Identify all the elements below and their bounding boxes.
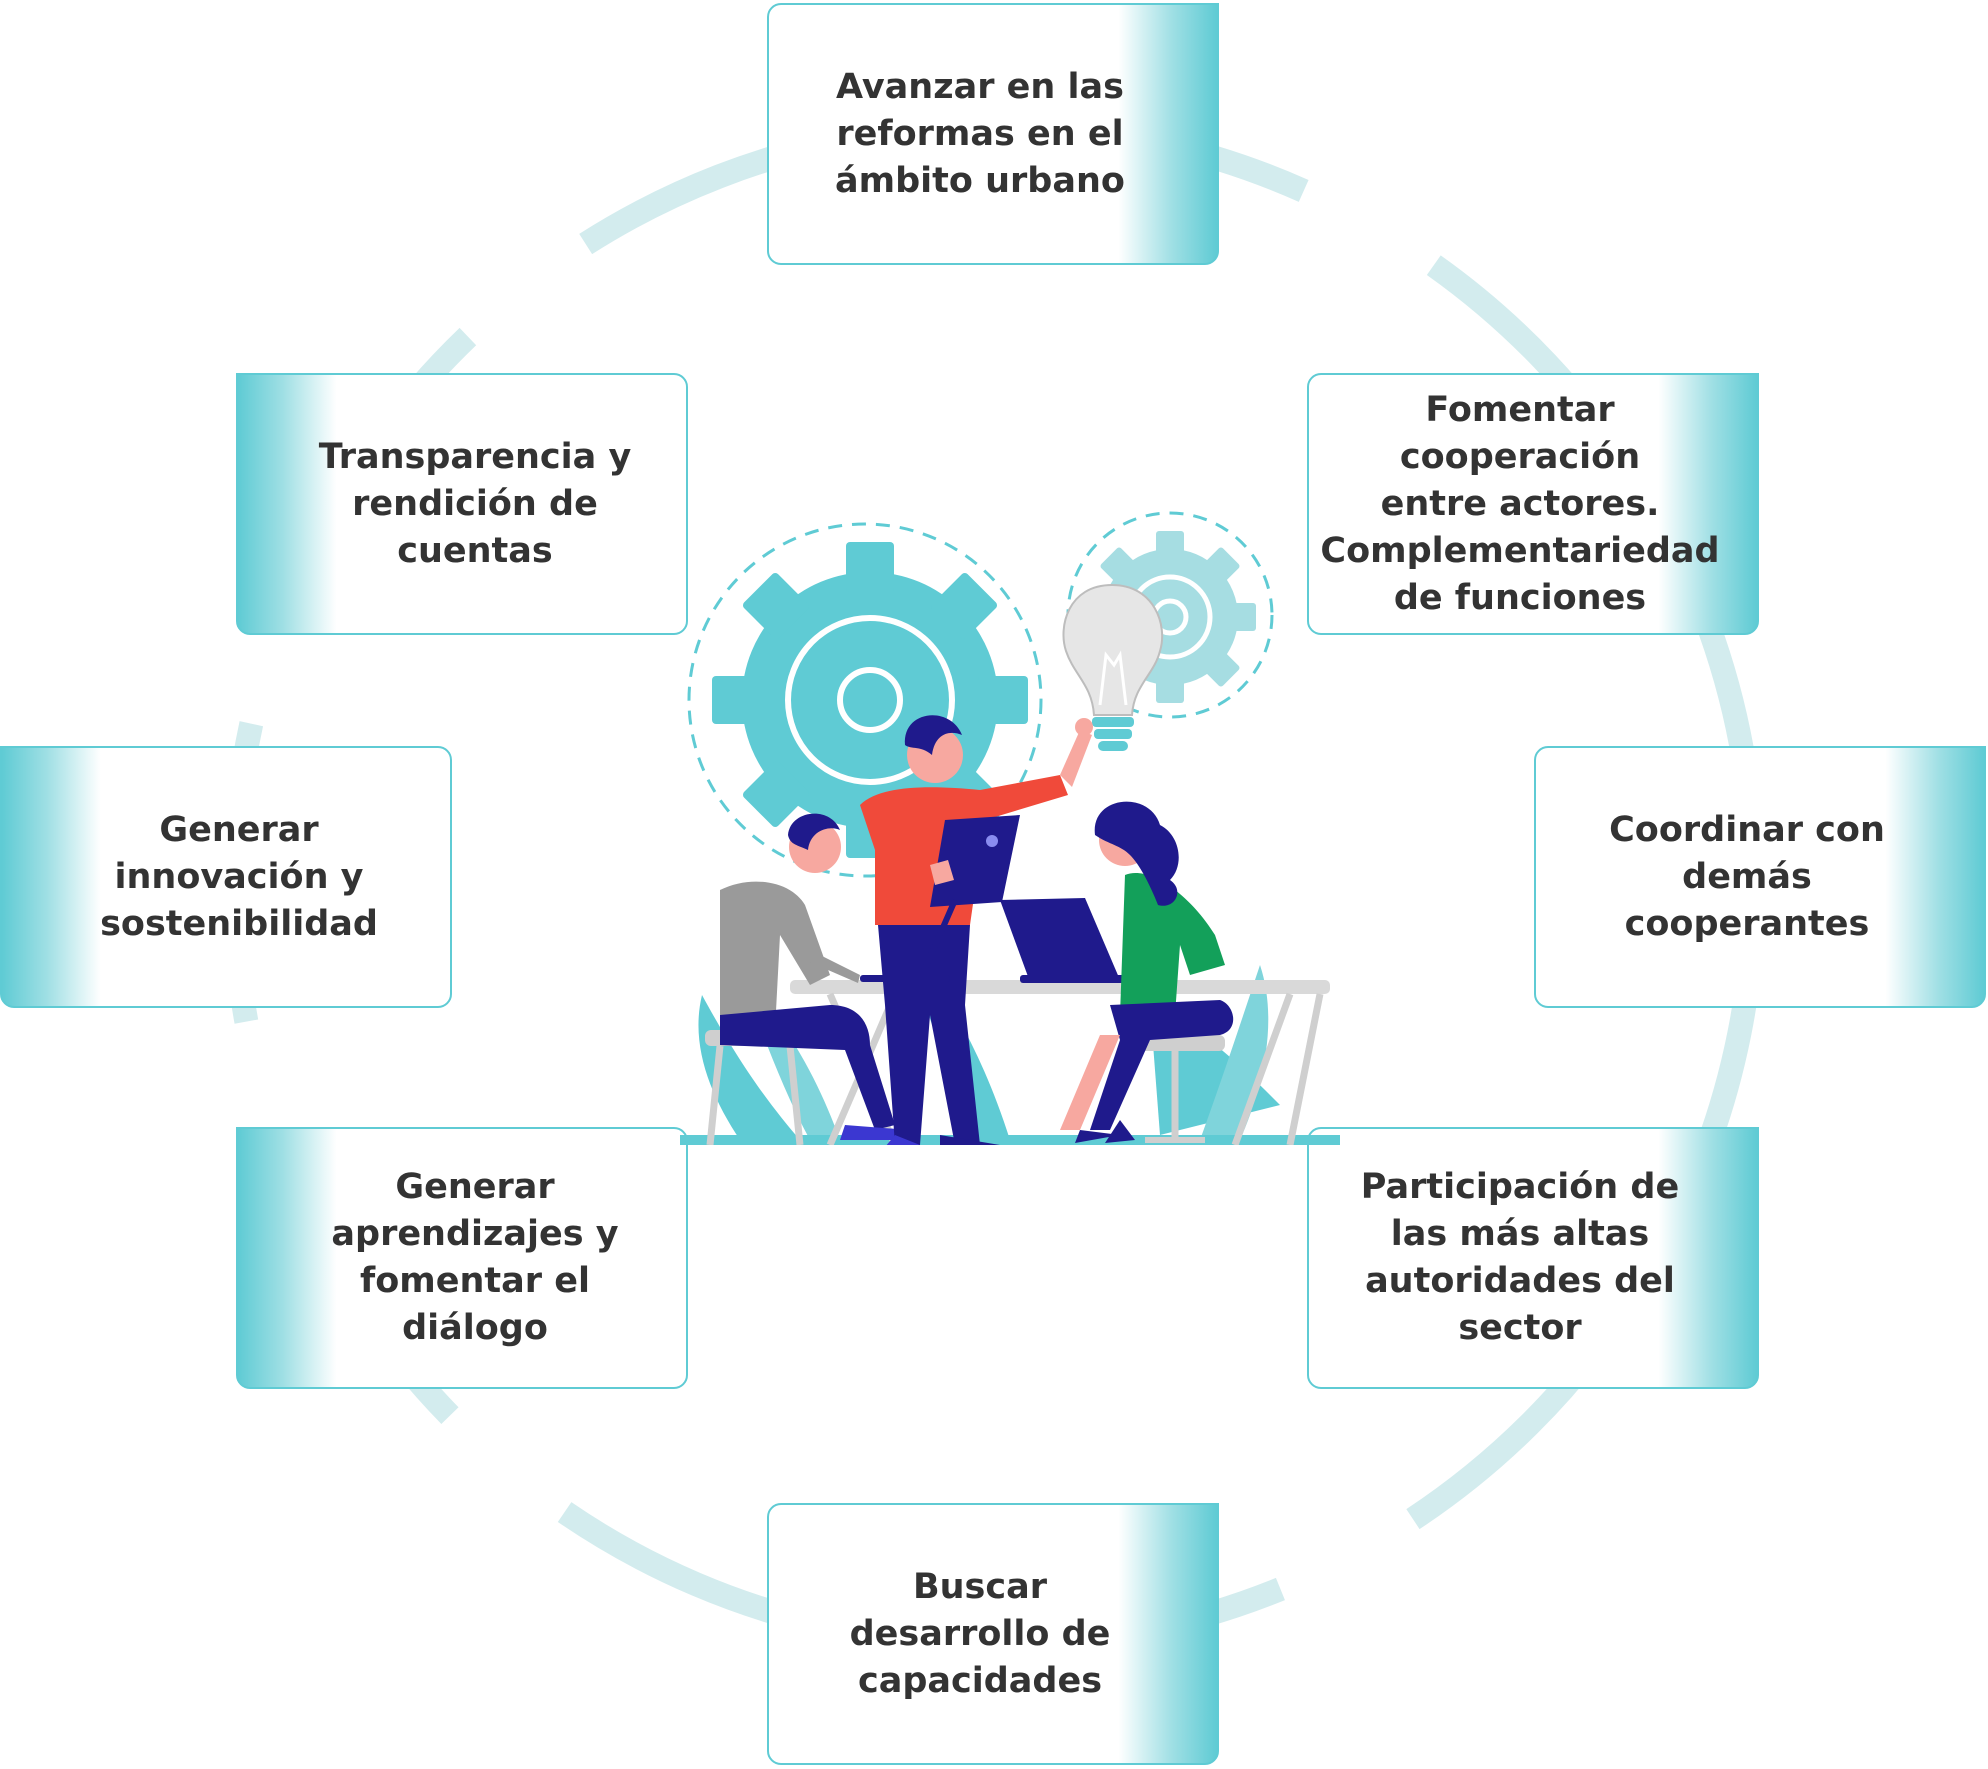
box-fomentar-cooperacion-label: Fomentar cooperación entre actores. Comp… [1320,389,1720,618]
box-transparencia-cuentas-label: Transparencia y rendición de cuentas [318,436,632,571]
tablet-icon [930,815,1020,907]
teamwork-illustration [680,511,1340,1145]
box-participacion-autoridades: Participación de las más altas autoridad… [1307,1127,1759,1389]
box-innovacion-sostenibilidad-label: Generar innovación y sostenibilidad [100,809,378,944]
box-coordinar-cooperantes-label: Coordinar con demás cooperantes [1609,809,1885,944]
box-fomentar-cooperacion: Fomentar cooperación entre actores. Comp… [1307,373,1759,635]
lightbulb-icon [1062,583,1164,751]
box-desarrollo-capacidades-label: Buscar desarrollo de capacidades [849,1566,1111,1701]
box-coordinar-cooperantes: Coordinar con demás cooperantes [1534,746,1986,1008]
box-aprendizajes-dialogo: Generar aprendizajes y fomentar el diálo… [236,1127,688,1389]
box-desarrollo-capacidades: Buscar desarrollo de capacidades [767,1503,1219,1765]
box-participacion-autoridades-label: Participación de las más altas autoridad… [1360,1167,1680,1348]
box-innovacion-sostenibilidad: Generar innovación y sostenibilidad [0,746,452,1008]
orbit-circle-large [687,522,1043,878]
box-aprendizajes-dialogo-label: Generar aprendizajes y fomentar el diálo… [331,1167,619,1348]
box-avanzar-reformas-label: Avanzar en las reformas en el ámbito urb… [835,66,1125,201]
seated-woman-figure [1060,801,1234,1143]
box-transparencia-cuentas: Transparencia y rendición de cuentas [236,373,688,635]
box-avanzar-reformas: Avanzar en las reformas en el ámbito urb… [767,3,1219,265]
laptop-icon [860,898,1150,983]
